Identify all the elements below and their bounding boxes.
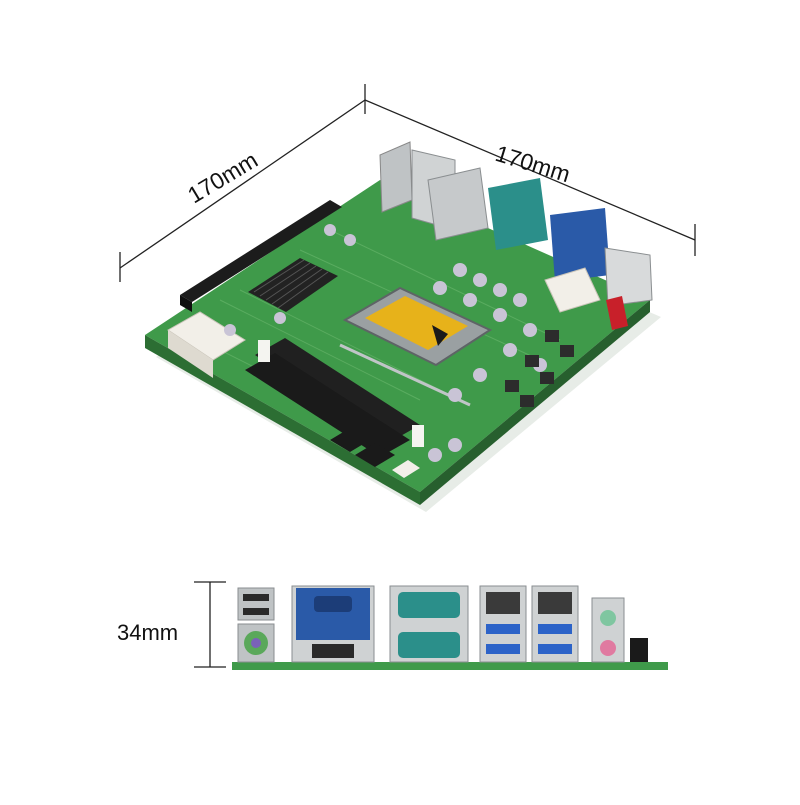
usb3-port-2a [538, 624, 572, 634]
audio-line-out-jack [600, 610, 616, 626]
fan-header [392, 460, 420, 478]
usb3-port-1a [486, 624, 520, 634]
lan-port-1 [486, 592, 520, 614]
width-dimension-line [119, 99, 366, 269]
capacitors [224, 224, 547, 462]
ram-slot-2 [245, 353, 410, 457]
usb3-port-1b [486, 644, 520, 654]
io-usb-top [243, 594, 269, 601]
caution-triangle-icon [432, 325, 448, 346]
rear-usb-port-right [604, 247, 653, 307]
ram-latch-1 [258, 340, 270, 362]
rear-serial-port [488, 178, 548, 250]
ram-latch-2 [412, 425, 424, 447]
pcb-edge-front [145, 335, 420, 505]
hdmi-port [312, 644, 354, 658]
audio-mic-jack [600, 640, 616, 656]
usb3-port-2b [538, 644, 572, 654]
depth-dimension-line [364, 99, 696, 241]
lan-port-2 [538, 592, 572, 614]
io-usb-stack [237, 587, 275, 621]
vga-bracket [296, 622, 370, 640]
ps2-port-inner [251, 638, 261, 648]
io-panel-pcb [232, 662, 668, 670]
serial-port-1 [398, 592, 460, 618]
rear-usb-stack [379, 141, 413, 213]
cpu-power-connector [544, 267, 601, 313]
io-usb-bottom [243, 608, 269, 615]
pcie-slot [180, 200, 342, 302]
dimension-lines [119, 84, 696, 668]
atx-power-connector-side [168, 330, 213, 378]
height-dimension-label: 34mm [117, 620, 179, 645]
sata-port-2 [355, 443, 395, 467]
serial-port-2 [398, 632, 460, 658]
inductors [505, 330, 574, 407]
vga-port-inner [314, 596, 352, 612]
heatsink-fins [253, 259, 329, 309]
io-small-header [630, 638, 648, 662]
ram-slot-1 [255, 338, 420, 442]
rear-lan-port-2 [427, 167, 489, 241]
pcie-slot-side [180, 295, 192, 312]
chipset-heatsink [248, 258, 338, 312]
sata-port-1 [330, 428, 370, 452]
rear-vga-port [550, 208, 610, 282]
rear-red-connector [606, 296, 628, 330]
pcb-edge-right [420, 300, 650, 505]
